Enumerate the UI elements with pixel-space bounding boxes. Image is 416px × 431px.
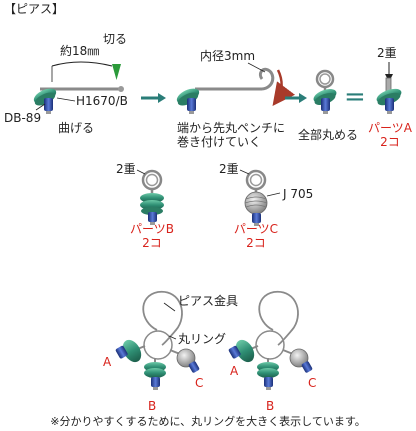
leader-inner-diameter xyxy=(247,62,266,73)
step1-pin-assembly xyxy=(33,61,124,114)
jump-ring-label: 丸リング xyxy=(178,332,227,346)
part-a-count: 2コ xyxy=(380,135,400,149)
cut-marker-icon xyxy=(112,64,121,80)
earring-hook-right xyxy=(258,291,299,346)
step3-instruction: 全部丸める xyxy=(298,128,359,142)
part-c-count: 2コ xyxy=(246,236,266,250)
part-b-count: 2コ xyxy=(142,236,162,250)
part-c-illustration xyxy=(239,169,281,226)
jump-ring-left xyxy=(143,330,173,360)
footnote: ※分かりやすくするために、丸リングを大きく表示しています。 xyxy=(50,415,366,428)
bead-code-label: DB-89 xyxy=(4,111,42,125)
part-a-illustration xyxy=(376,62,402,114)
jump-ring-right xyxy=(255,330,285,360)
part-a-layers-label: 2重 xyxy=(377,46,397,60)
flow-arrow-1 xyxy=(141,93,166,103)
leader-earring-hook xyxy=(163,302,176,312)
part-a-name: パーツA xyxy=(368,121,412,135)
step3-rolled-pin xyxy=(313,69,337,114)
cut-label: 切る xyxy=(103,32,128,46)
assembly-right-earring xyxy=(228,291,313,390)
pin-end xyxy=(118,86,124,92)
step2-instruction-line2: 巻き付けていく xyxy=(177,135,262,149)
equals-sign: = xyxy=(344,82,366,112)
diagram-title: 【ピアス】 xyxy=(4,2,65,16)
curl-wire xyxy=(258,67,275,91)
assembly-left-label-c: C xyxy=(195,376,204,390)
earring-hook-label: ピアス金具 xyxy=(178,294,239,308)
part-c-name: パーツC xyxy=(233,222,279,236)
bend-label: 曲げる xyxy=(58,121,95,135)
blue-bead xyxy=(44,98,53,111)
part-b-name: パーツB xyxy=(130,222,174,236)
part-c-layers-label: 2重 xyxy=(219,162,239,176)
assembly-right-label-b: B xyxy=(266,399,275,413)
part-code-label: H1670/B xyxy=(76,94,128,108)
assembly-left-label-a: A xyxy=(103,355,112,369)
curl-direction-icon xyxy=(272,69,295,107)
earring-hook-left xyxy=(142,291,183,346)
flow-arrow-2 xyxy=(285,93,307,103)
leader-jump-ring xyxy=(168,335,177,340)
leader-h1670 xyxy=(56,97,76,102)
assembly-left-earring xyxy=(115,291,200,390)
assembly-right-label-a: A xyxy=(230,364,239,378)
part-b-layers-label: 2重 xyxy=(116,162,136,176)
assembly-right-label-c: C xyxy=(308,376,317,390)
inner-diameter-label: 内径3mm xyxy=(200,49,256,63)
assembly-left-label-b: B xyxy=(148,399,157,413)
part-c-code-label: J 705 xyxy=(283,187,314,201)
length-label: 約18㎜ xyxy=(60,44,100,58)
part-b-illustration xyxy=(136,169,164,225)
step2-instruction-line1: 端から先丸ペンチに xyxy=(177,121,286,135)
silver-ball-bead xyxy=(244,191,268,215)
length-brace xyxy=(51,61,113,67)
step2-pin-assembly xyxy=(176,62,295,114)
leader-db89 xyxy=(35,103,46,111)
